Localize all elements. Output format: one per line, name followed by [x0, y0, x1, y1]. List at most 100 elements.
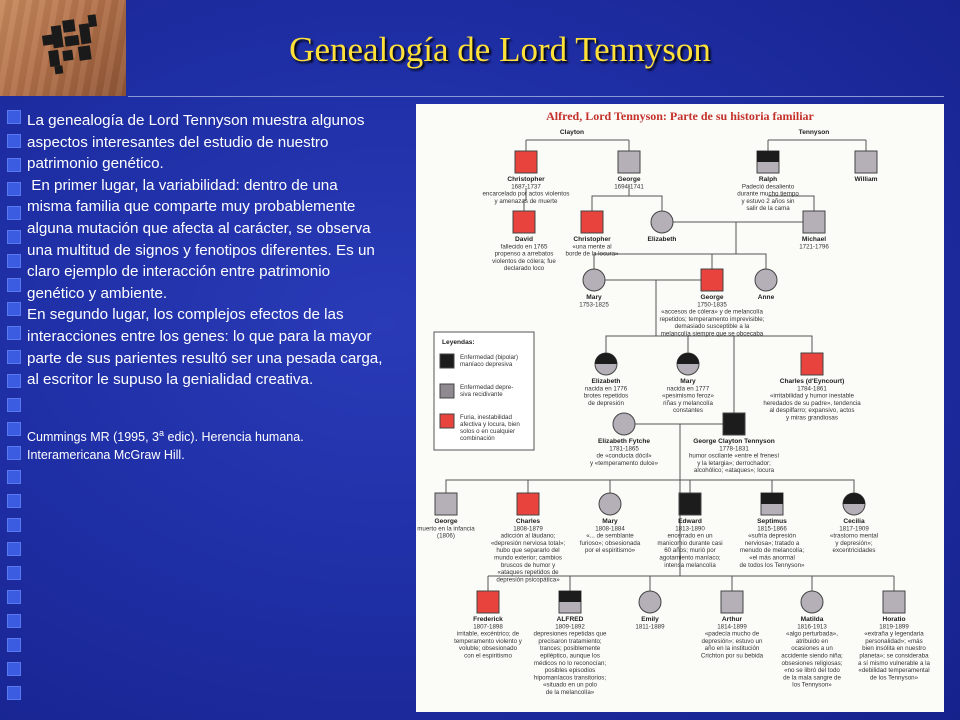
person-name: Septimus [757, 518, 787, 525]
person-mary3-circle [598, 492, 622, 516]
person-note: «una mente al [572, 243, 611, 250]
pedigree-line [523, 188, 527, 211]
pedigree-line [656, 335, 689, 353]
decor-square [7, 494, 21, 508]
person-note: propenso a arrebatos [495, 251, 554, 258]
person-note: médicos no lo reconocían; [534, 660, 607, 667]
person-note: 1778-1831 [719, 445, 749, 452]
person-note: «padecía mucho de [705, 631, 760, 638]
person-name: Christopher [507, 176, 545, 183]
person-note: 1807-1898 [473, 623, 503, 630]
person-note: declarado loco [504, 265, 545, 272]
wood-texture [0, 0, 126, 96]
decor-square [7, 110, 21, 124]
person-note: y «temperamento dulce» [590, 460, 659, 467]
person-note: hipomaníacos transitorios; [534, 674, 607, 681]
decor-square [7, 134, 21, 148]
person-note: depresión psicopática» [496, 576, 560, 583]
paragraph-interactions: En segundo lugar, los complejos efectos … [27, 306, 383, 389]
person-note: por el espiritismo» [585, 547, 636, 554]
person-note: y miras grandiosas [786, 415, 838, 422]
person-note: 1721-1796 [799, 243, 829, 250]
decor-square [7, 206, 21, 220]
citation-title: edic). Herencia humana. [164, 430, 304, 445]
person-note: 1814-1899 [717, 623, 747, 630]
person-george_clayton-square [722, 412, 746, 436]
decor-square [7, 350, 21, 364]
decor-square [7, 566, 21, 580]
pedigree-line [680, 479, 855, 493]
person-note: heredados de su padre», tendencia [763, 400, 861, 407]
person-note: «irritabilidad y humor inestable [770, 393, 854, 400]
pedigree-line [734, 335, 813, 353]
person-note: «no se libró del todo [784, 667, 840, 674]
person-note: personalidad»; «más [865, 638, 922, 645]
pedigree-line [711, 253, 736, 269]
person-note: 1687-1737 [511, 183, 541, 190]
person-william-square [854, 150, 878, 174]
person-name: Charles [516, 518, 541, 525]
person-note: obsesiones religiosas; [782, 660, 843, 667]
person-name: George [617, 176, 640, 183]
person-name: Christopher [573, 236, 611, 243]
person-note: 1811-1889 [635, 623, 665, 630]
decor-square [7, 542, 21, 556]
person-name: ALFRED [557, 616, 584, 623]
person-name: Edward [678, 518, 702, 525]
person-note: los Tennyson» [792, 682, 832, 689]
person-note: irritable, excéntrico; de [457, 631, 520, 638]
decor-square [7, 470, 21, 484]
person-note: bruscos de humor y [501, 562, 556, 569]
citation: Cummings MR (1995, 3a edic). Herencia hu… [27, 424, 387, 464]
person-charles1-square [800, 352, 824, 376]
person-note: 1808-1884 [595, 525, 625, 532]
legend-label: maníaco depresiva [460, 361, 513, 368]
person-note: 1784-1861 [797, 385, 827, 392]
person-arthur-square [720, 590, 744, 614]
person-note: y depresión»; [835, 540, 872, 547]
legend-label: Furia, inestabilidad [460, 414, 512, 421]
decor-square [7, 662, 21, 676]
decor-square [7, 326, 21, 340]
decor-square [7, 182, 21, 196]
person-note: excentricidades [833, 547, 876, 554]
person-note: manicomio durante casi [657, 540, 722, 547]
person-note: nacida en 1776 [585, 385, 628, 392]
person-note: precisaron tratamiento; [538, 638, 602, 645]
person-note: hubo que separarlo del [496, 547, 559, 554]
person-note: muerto en la infancia [417, 525, 475, 532]
person-name: David [515, 236, 533, 243]
person-note: planeta»; se consideraba [859, 653, 929, 660]
person-name: Cecilia [843, 518, 865, 525]
person-note: salir de la cama [746, 205, 790, 212]
university-logo [0, 0, 126, 96]
decor-square [7, 254, 21, 268]
person-matilda-circle [800, 590, 824, 614]
person-name: George [434, 518, 457, 525]
person-note: a sí mismo vulnerable a la [858, 660, 930, 667]
person-note: «situado en un polo [543, 682, 598, 689]
decor-square [7, 686, 21, 700]
person-note: fallecido en 1765 [501, 243, 548, 250]
decor-square [7, 614, 21, 628]
person-edward-square [678, 492, 702, 516]
person-note: al despilfarro; expansivo, actos [770, 407, 855, 414]
pedigree-chart: Alfred, Lord Tennyson: Parte de su histo… [417, 109, 930, 696]
citation-author: Cummings MR (1995, 3 [27, 430, 159, 445]
pedigree-line [768, 195, 815, 211]
person-note: temperamento violento y [454, 638, 523, 645]
legend-swatch-bipolar [439, 353, 455, 369]
legend-title: Leyendas: [442, 339, 475, 346]
person-note: «extraña y legendaria [864, 631, 924, 638]
person-michael-square [802, 210, 826, 234]
pedigree-line [605, 280, 657, 353]
person-note: de depresión [588, 400, 624, 407]
person-anne-circle [754, 268, 778, 292]
person-note: (1806) [437, 533, 455, 540]
decor-square [7, 374, 21, 388]
person-note: brotes repetidos [584, 393, 628, 400]
person-note: y estuvo 2 años sin [742, 198, 796, 205]
slide-title: Genealogía de Lord Tennyson [289, 30, 711, 69]
person-note: nerviosa»; tratado a [745, 540, 800, 547]
person-note: 1815-1866 [757, 525, 787, 532]
